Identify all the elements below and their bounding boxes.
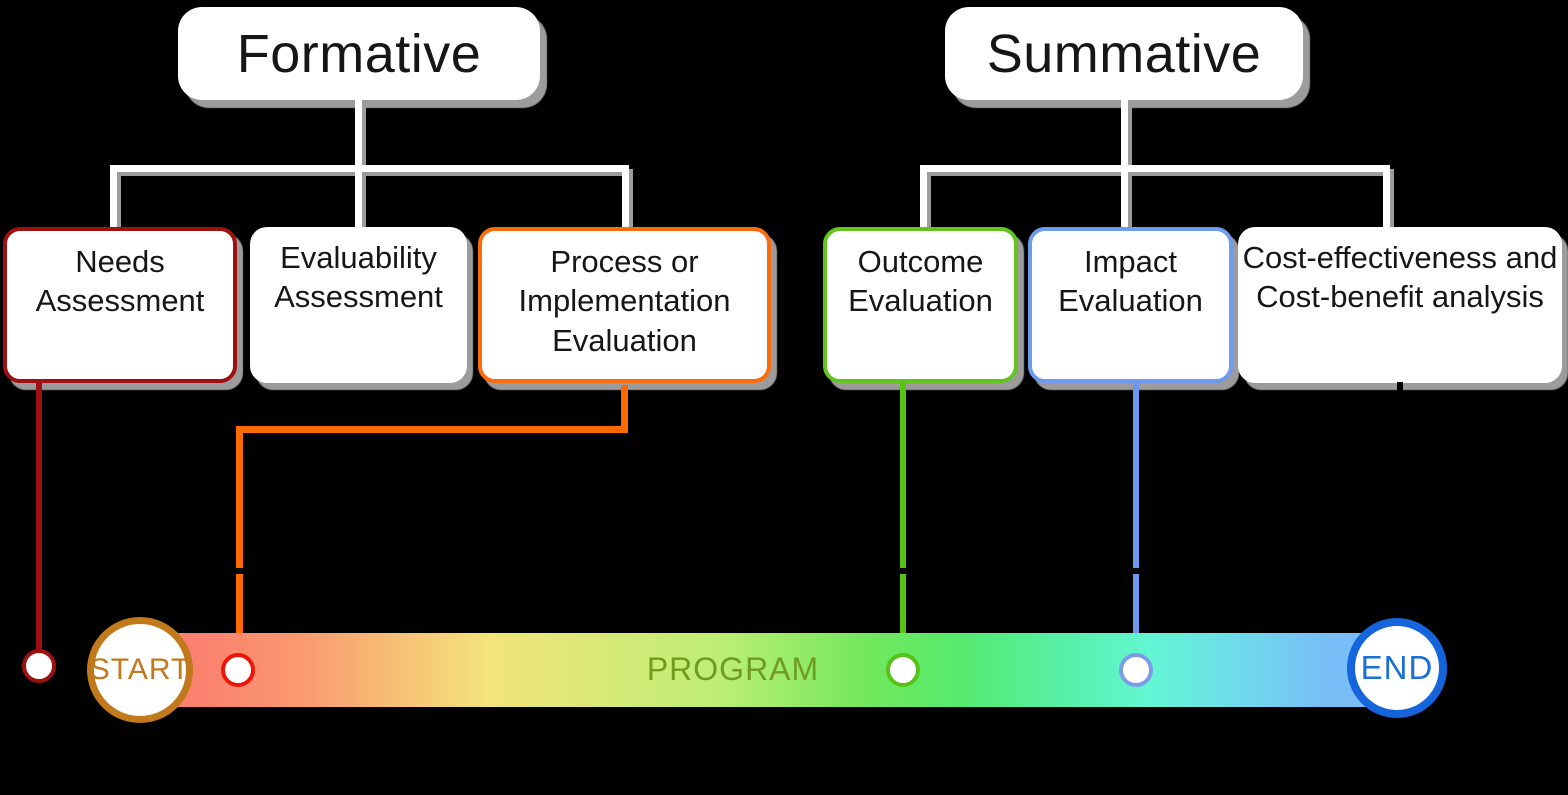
line-gap-tick-process: [233, 568, 246, 574]
evaluability-assessment-label: Evaluability Assessment: [274, 240, 443, 315]
program-timeline-bar: [150, 633, 1400, 707]
summative-header-box: Summative: [945, 7, 1303, 100]
box-needs-assessment: Needs Assessment: [3, 227, 237, 383]
summative-connector-drop-left: [920, 170, 927, 227]
summative-title: Summative: [986, 23, 1262, 84]
program-label: PROGRAM: [646, 651, 820, 687]
impact-evaluation-label: Impact Evaluation: [1058, 244, 1203, 319]
outcome-evaluation-label: Outcome Evaluation: [848, 244, 993, 319]
box-cost-analysis: Cost-effectiveness and Cost-benefit anal…: [1238, 227, 1562, 383]
formative-connector-drop-right: [622, 170, 629, 227]
formative-connector-horizontal: [110, 165, 629, 172]
start-label: START: [89, 653, 191, 686]
process-elbow-vertical-top: [621, 385, 628, 432]
formative-connector-stem: [355, 99, 362, 167]
summative-connector-drop-right: [1383, 170, 1390, 227]
process-elbow-vertical-bottom: [236, 426, 243, 656]
cost-drop-line: [1397, 382, 1403, 622]
needs-assessment-label: Needs Assessment: [35, 244, 205, 319]
formative-header-box: Formative: [178, 7, 540, 100]
box-outcome-evaluation: Outcome Evaluation: [823, 227, 1018, 383]
impact-drop-line: [1133, 382, 1139, 656]
cost-analysis-label: Cost-effectiveness and Cost-benefit anal…: [1242, 240, 1558, 315]
summative-connector-horizontal: [920, 165, 1390, 172]
summative-connector-stem: [1121, 99, 1128, 167]
end-label: END: [1360, 649, 1434, 686]
needs-drop-line: [36, 381, 42, 651]
start-circle: START: [87, 617, 193, 723]
box-impact-evaluation: Impact Evaluation: [1028, 227, 1233, 383]
formative-connector-drop-left: [110, 170, 117, 227]
box-process-implementation-evaluation: Process or Implementation Evaluation: [478, 227, 771, 383]
impact-marker-dot: [1119, 653, 1153, 687]
line-gap-tick-outcome: [897, 568, 909, 574]
end-circle: END: [1347, 618, 1447, 718]
process-elbow-horizontal: [236, 426, 628, 433]
formative-connector-drop-middle: [355, 172, 362, 227]
process-marker-dot: [221, 653, 255, 687]
process-implementation-label: Process or Implementation Evaluation: [518, 244, 731, 358]
line-gap-tick-impact: [1130, 568, 1142, 574]
outcome-drop-line: [900, 382, 906, 656]
needs-marker-dot: [22, 649, 56, 683]
outcome-marker-dot: [886, 653, 920, 687]
formative-title: Formative: [236, 23, 482, 84]
box-evaluability-assessment: Evaluability Assessment: [250, 227, 467, 383]
summative-connector-drop-middle: [1121, 172, 1128, 227]
